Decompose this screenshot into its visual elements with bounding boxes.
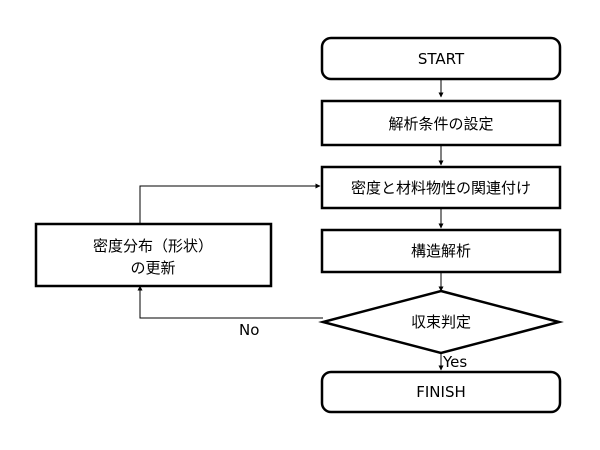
decision-node: 収束判定 bbox=[318, 289, 564, 355]
start-terminal bbox=[320, 36, 562, 81]
finish-label: FINISH bbox=[416, 383, 466, 401]
yes-edge-label: Yes bbox=[442, 353, 467, 371]
update-node: 密度分布（形状） の更新 bbox=[34, 222, 273, 288]
arrow-update-to-link bbox=[139, 183, 321, 224]
analysis-label: 構造解析 bbox=[411, 242, 471, 260]
arrow-decision-to-update bbox=[137, 285, 323, 319]
no-edge-label: No bbox=[239, 321, 259, 339]
setup-node: 解析条件の設定 bbox=[320, 99, 562, 147]
start-node: START bbox=[320, 36, 562, 81]
setup-label: 解析条件の設定 bbox=[388, 115, 493, 133]
finish-terminal bbox=[320, 370, 562, 414]
setup-process-box bbox=[320, 99, 562, 147]
start-label: START bbox=[418, 50, 465, 68]
link-node: 密度と材料物性の関連付け bbox=[320, 165, 562, 210]
decision-diamond bbox=[318, 289, 564, 355]
update-label-line1: 密度分布（形状） bbox=[93, 237, 213, 255]
update-process-box bbox=[34, 222, 273, 288]
link-label: 密度と材料物性の関連付け bbox=[351, 179, 531, 197]
analysis-node: 構造解析 bbox=[320, 228, 562, 274]
connectors bbox=[137, 79, 444, 371]
analysis-process-box bbox=[320, 228, 562, 274]
finish-node: FINISH bbox=[320, 370, 562, 414]
link-process-box bbox=[320, 165, 562, 210]
decision-label: 収束判定 bbox=[411, 313, 471, 331]
update-label-line2: の更新 bbox=[130, 259, 175, 277]
